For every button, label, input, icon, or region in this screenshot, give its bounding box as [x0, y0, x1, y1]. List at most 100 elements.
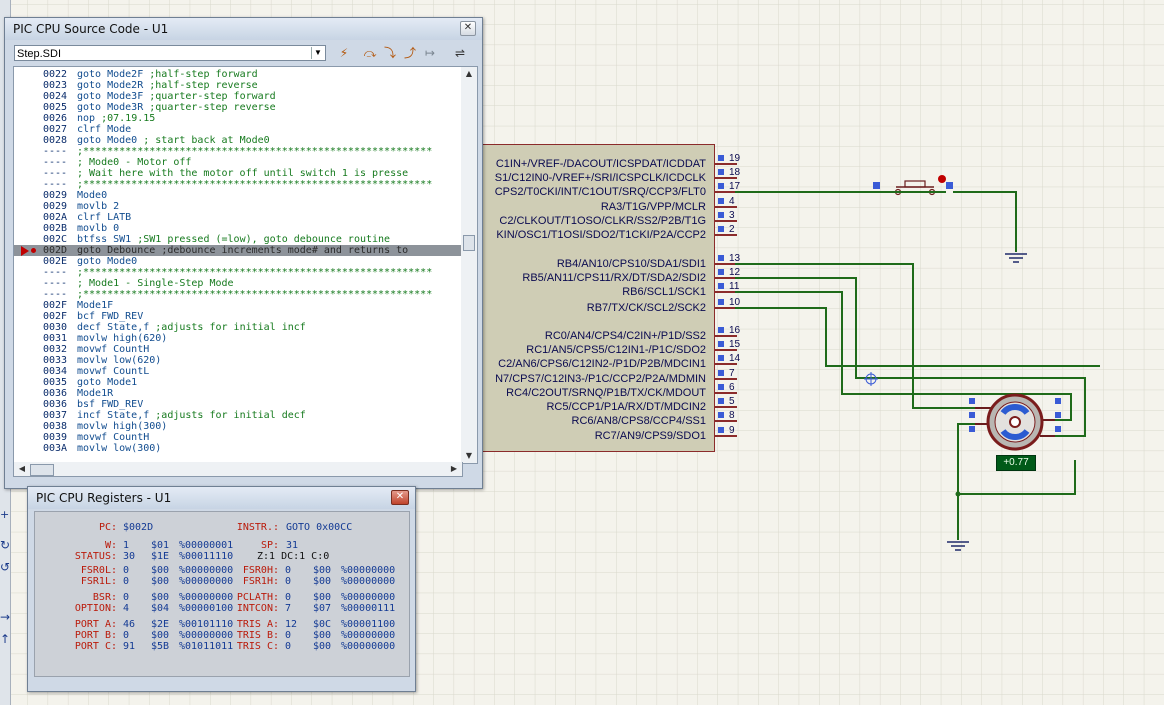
- line-address: 0030: [43, 322, 68, 333]
- register-hex: $0C: [313, 619, 332, 630]
- source-file-select[interactable]: Step.SDI ▼: [14, 45, 326, 61]
- rotate-ccw-icon[interactable]: ↺: [0, 560, 11, 574]
- scroll-up-icon[interactable]: ▲: [465, 69, 473, 78]
- step-over-icon[interactable]: ⤼: [363, 46, 377, 60]
- code-line[interactable]: ----;***********************************…: [14, 179, 462, 190]
- line-code: movwf CountL: [77, 366, 150, 377]
- line-code: incf State,f: [77, 410, 150, 421]
- chip-pin-label: KIN/OSC1/T1OSI/SDO2/T1CKI/P2A/CCP2: [496, 229, 706, 241]
- line-comment: ;***************************************…: [77, 179, 433, 190]
- line-address: 0029: [43, 190, 68, 201]
- horizontal-scrollbar[interactable]: ◀ ▶: [13, 462, 463, 477]
- line-text: ;***************************************…: [77, 179, 432, 190]
- chip-pin-number: 2: [729, 224, 735, 235]
- register-hex: $04: [151, 603, 170, 614]
- code-line[interactable]: ----; Mode1 - Single-Step Mode: [14, 278, 462, 289]
- toggle-breakpoint-icon[interactable]: ⇌: [454, 46, 466, 60]
- step-out-icon[interactable]: ⤴: [403, 46, 416, 60]
- line-text: ; Mode1 - Single-Step Mode: [77, 278, 234, 289]
- stepper-motor[interactable]: [969, 393, 1061, 451]
- line-address: 002C: [43, 234, 68, 245]
- register-label: PCLATH:: [236, 592, 279, 603]
- vertical-scrollbar[interactable]: ▲ ▼: [461, 66, 478, 464]
- scroll-left-icon[interactable]: ◀: [18, 464, 26, 473]
- instr-value: GOTO 0x00CC: [286, 522, 353, 533]
- line-address: 0034: [43, 366, 68, 377]
- line-code: movlw low(620): [77, 355, 162, 366]
- code-line[interactable]: ----;***********************************…: [14, 267, 462, 278]
- register-hex: $00: [313, 565, 332, 576]
- pin-icon[interactable]: +: [0, 508, 10, 521]
- line-code: Mode0: [77, 190, 108, 201]
- register-hex: $00: [151, 630, 170, 641]
- rotate-cw-icon[interactable]: ↻: [0, 538, 11, 552]
- register-hex: $5B: [151, 641, 170, 652]
- code-line[interactable]: 0029 Mode0: [14, 190, 462, 201]
- arrow-right-icon[interactable]: →: [0, 610, 11, 624]
- code-line[interactable]: ----; Mode0 - Motor off: [14, 157, 462, 168]
- step-back-icon[interactable]: ↦: [424, 46, 436, 60]
- register-bin: %00000000: [179, 565, 234, 576]
- source-window-titlebar[interactable]: PIC CPU Source Code - U1 ✕: [5, 18, 482, 40]
- line-address: 0038: [43, 421, 68, 432]
- registers-panel: PC: $002D INSTR.: GOTO 0x00CC W: 1 $01 %…: [34, 511, 410, 677]
- step-into-icon[interactable]: ⤵: [383, 46, 396, 60]
- code-line[interactable]: ----;***********************************…: [14, 289, 462, 300]
- scroll-right-icon[interactable]: ▶: [450, 464, 458, 473]
- hscroll-thumb[interactable]: [30, 464, 54, 476]
- code-line[interactable]: ----;***********************************…: [14, 146, 462, 157]
- line-text: bcf FWD_REV: [77, 311, 143, 322]
- register-hex: $00: [151, 565, 170, 576]
- line-code: nop: [77, 113, 96, 124]
- sp-value: 31: [286, 540, 299, 551]
- scroll-down-icon[interactable]: ▼: [465, 451, 473, 460]
- code-line[interactable]: ----; Wait here with the motor off until…: [14, 168, 462, 179]
- arrow-up-icon[interactable]: ↑: [0, 632, 11, 646]
- register-dec: 91: [123, 641, 136, 652]
- registers-window[interactable]: PIC CPU Registers - U1 ✕ PC: $002D INSTR…: [27, 486, 416, 692]
- close-icon[interactable]: ✕: [391, 490, 409, 505]
- registers-window-titlebar[interactable]: PIC CPU Registers - U1 ✕: [28, 487, 415, 509]
- chevron-down-icon[interactable]: ▼: [311, 47, 324, 59]
- source-code-window[interactable]: PIC CPU Source Code - U1 ✕ Step.SDI ▼ ⚡ …: [4, 17, 483, 489]
- close-icon[interactable]: ✕: [460, 21, 476, 36]
- line-comment: ;half-step forward: [149, 69, 258, 80]
- line-address: 0036: [43, 399, 68, 410]
- register-bin: %00000000: [341, 592, 396, 603]
- run-to-cursor-icon[interactable]: ⚡: [339, 46, 349, 60]
- pin-probe-marker: [718, 283, 724, 289]
- line-code: Mode1R: [77, 388, 114, 399]
- line-text: ;***************************************…: [77, 146, 432, 157]
- breakpoint-icon[interactable]: [31, 248, 36, 253]
- code-line[interactable]: 0034 movwf CountL: [14, 366, 462, 377]
- scrollbar-thumb[interactable]: [463, 235, 475, 251]
